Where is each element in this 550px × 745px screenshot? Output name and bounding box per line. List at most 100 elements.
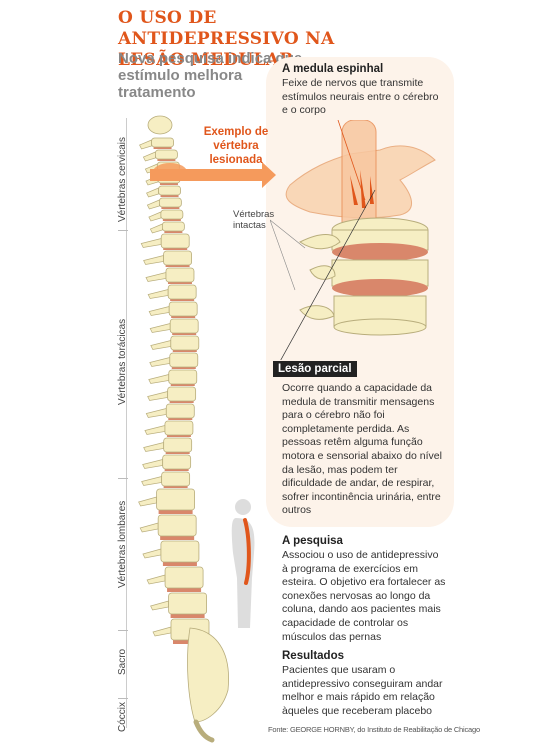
human-silhouette <box>231 499 255 628</box>
lesion-arrow <box>150 162 276 188</box>
vertebra-process <box>149 357 171 367</box>
vertebra <box>165 267 195 283</box>
vertebra-process <box>143 442 165 452</box>
intervertebral-disc <box>164 230 183 233</box>
vertebra <box>169 352 199 368</box>
intervertebral-disc <box>163 247 188 250</box>
spinal-cord-heading: A medula espinhal <box>282 63 384 75</box>
vertebra <box>169 318 199 334</box>
intervertebral-disc <box>153 146 172 149</box>
intervertebral-disc <box>166 434 191 437</box>
intervertebral-disc <box>161 206 180 209</box>
vertebra-process <box>146 574 166 585</box>
vertebra-process <box>143 255 164 265</box>
vertebra-process <box>141 476 162 486</box>
vertebra-process <box>146 187 159 198</box>
vertebra-process <box>142 548 162 559</box>
research-text: Associou o uso de antidepressivo à progr… <box>282 549 446 643</box>
vertebra <box>156 488 196 511</box>
credit: Fonte: GEORGE HORNBY, do Instituto de Re… <box>268 725 480 734</box>
vertebra <box>163 437 193 453</box>
lesion-leader-line <box>280 189 376 360</box>
intervertebral-disc <box>168 417 193 420</box>
intervertebral-disc <box>160 535 195 540</box>
vertebra <box>161 471 191 487</box>
region-axis-line <box>126 118 127 728</box>
intervertebral-disc <box>158 509 193 514</box>
vertebra-process <box>149 323 171 333</box>
intervertebral-disc <box>159 182 178 185</box>
vertebra <box>160 233 190 249</box>
vertebra <box>161 221 185 232</box>
vertebra-closeup <box>270 120 436 360</box>
intervertebral-disc <box>164 468 189 471</box>
page-title: O USO DE ANTIDEPRESSIVO NA LESÃO MEDULAR <box>118 8 335 70</box>
vertebra-process <box>149 223 163 234</box>
subtitle: Nova pesquisa indica que estímulo melhor… <box>118 50 303 101</box>
vertebra-process <box>138 496 157 507</box>
region-divider <box>118 478 128 479</box>
intervertebral-disc <box>170 613 205 618</box>
vertebra <box>164 566 204 589</box>
vertebra <box>163 250 192 266</box>
vertebra-process <box>140 238 162 248</box>
intervertebral-disc <box>157 158 176 161</box>
intervertebral-disc <box>171 366 196 369</box>
vertebra-process <box>145 408 167 418</box>
vertebra <box>157 514 197 537</box>
vertebra-process <box>145 272 167 282</box>
vertebra-process <box>148 211 162 222</box>
intervertebral-disc <box>163 485 188 488</box>
vertebra-process <box>150 340 172 350</box>
region-divider <box>118 698 128 699</box>
vertebra <box>160 540 200 563</box>
partial-lesion-badge: Lesão parcial <box>273 361 357 377</box>
vertebra-process <box>150 600 169 611</box>
region-divider <box>118 630 128 631</box>
intervertebral-disc <box>172 349 197 352</box>
vertebra-process <box>139 139 152 150</box>
vertebra <box>168 592 208 615</box>
research-heading: A pesquisa <box>282 535 343 547</box>
intervertebral-disc <box>165 451 190 454</box>
intervertebral-disc <box>162 561 197 566</box>
vertebra-process <box>148 374 170 384</box>
vertebra <box>167 284 197 300</box>
vertebra <box>160 209 184 220</box>
intervertebral-disc <box>171 315 196 318</box>
vertebra-process <box>152 626 172 637</box>
intervertebral-disc <box>170 298 195 301</box>
vertebra <box>158 197 182 208</box>
vertebra-process <box>146 199 160 210</box>
intervertebral-disc <box>169 400 194 403</box>
cord-leader-line <box>337 120 366 201</box>
vertebra <box>165 403 195 419</box>
intervertebral-disc <box>162 218 181 221</box>
vertebra-process <box>144 425 166 435</box>
vertebra <box>168 369 198 385</box>
results-heading: Resultados <box>282 650 344 662</box>
vertebra <box>164 420 194 436</box>
vertebra <box>170 335 200 351</box>
intervertebral-disc <box>167 587 202 592</box>
vertebra-process <box>147 289 169 299</box>
vertebra-process <box>139 522 159 533</box>
intervertebral-disc <box>170 383 195 386</box>
vertebra-process <box>142 459 163 469</box>
lesioned-vertebra-label: Exemplo de vértebra lesionada <box>203 126 269 166</box>
intervertebral-disc <box>172 332 197 335</box>
vertebra-process <box>147 391 168 401</box>
vertebra <box>167 386 197 402</box>
intact-vertebrae-label: Vértebras intactas <box>233 209 275 231</box>
vertebra <box>158 185 181 196</box>
intervertebral-disc <box>167 281 192 284</box>
region-divider <box>118 230 128 231</box>
intervertebral-disc <box>165 264 190 267</box>
partial-lesion-text: Ocorre quando a capacidade da medula de … <box>282 382 442 517</box>
vertebra <box>162 454 192 470</box>
vertebra-process <box>142 151 156 162</box>
results-text: Pacientes que usaram o antidepressivo co… <box>282 664 443 717</box>
vertebra <box>151 137 174 148</box>
vertebra-process <box>148 306 170 316</box>
